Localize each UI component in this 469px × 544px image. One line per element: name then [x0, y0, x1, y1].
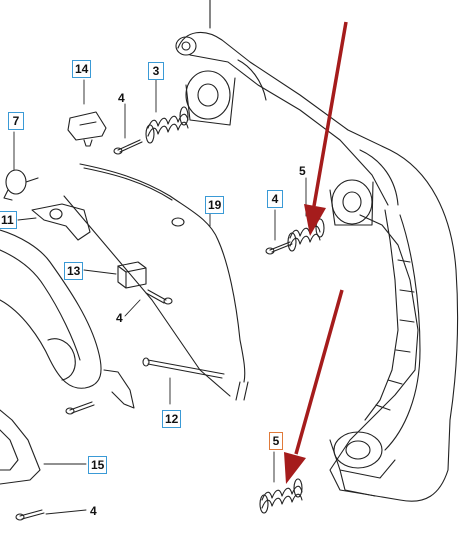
- pointer-arrows: [284, 21, 348, 484]
- callout-4-bottom: 4: [90, 504, 97, 518]
- spring-5-bottom: [259, 478, 303, 514]
- screw-mid: [265, 241, 293, 255]
- screw-top: [113, 139, 143, 155]
- spring-3: [145, 106, 189, 144]
- callout-4-top: 4: [118, 91, 125, 105]
- spring-5-top: [287, 218, 325, 252]
- callout-7: 7: [8, 112, 24, 130]
- lever-11: [31, 203, 91, 241]
- knob-7: [3, 169, 39, 201]
- screw-left: [145, 289, 173, 305]
- handle-15: [0, 409, 41, 485]
- rod-12: [142, 357, 225, 379]
- leader-lines: [13, 79, 307, 515]
- callout-11: 11: [0, 211, 17, 229]
- callout-15: 15: [88, 456, 108, 474]
- left-handle: [0, 229, 135, 409]
- callout-5-top: 5: [299, 164, 306, 178]
- callout-5-bottom: 5: [269, 432, 283, 450]
- callout-13: 13: [64, 262, 84, 280]
- screw-lower: [65, 401, 95, 415]
- callout-4-left: 4: [116, 311, 123, 325]
- screw-bottom: [15, 509, 45, 521]
- arrow-to-spring-5-bottom: [284, 289, 344, 484]
- clip-14: [67, 111, 107, 147]
- block-13: [117, 261, 147, 289]
- cable-19: [63, 163, 249, 401]
- callout-12: 12: [162, 410, 182, 428]
- callout-19: 19: [205, 196, 225, 214]
- arrow-to-spring-5-top: [304, 21, 348, 236]
- main-housing: [175, 0, 459, 502]
- callout-4-mid: 4: [267, 190, 283, 208]
- callout-14: 14: [72, 60, 92, 78]
- callout-3: 3: [148, 62, 164, 80]
